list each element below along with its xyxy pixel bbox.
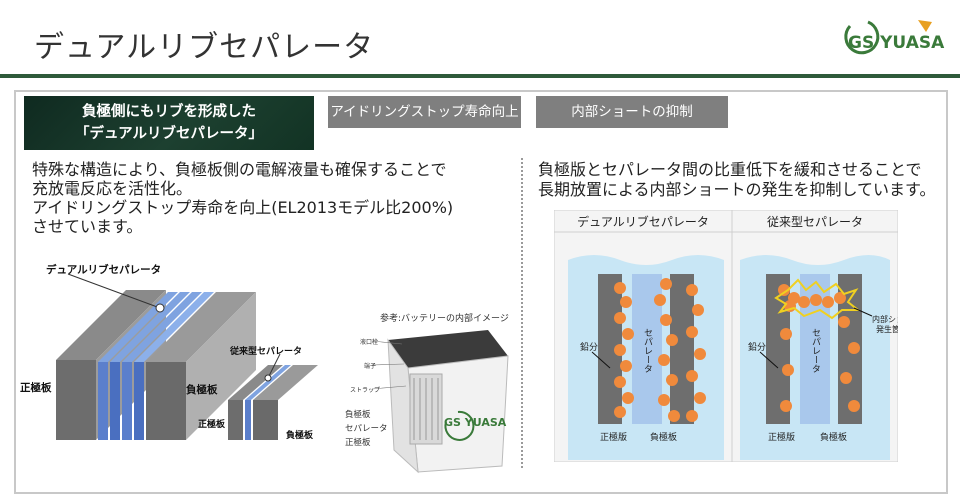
diagram-lead-label-2: 鉛分 xyxy=(748,341,766,353)
small-negative-label: 負極板 xyxy=(286,431,314,441)
diagram-col1-title: デュアルリブセパレータ xyxy=(577,214,709,229)
battery-cutaway: GS YUASA xyxy=(371,330,509,474)
left-line-4: させています。 xyxy=(32,217,143,236)
battery-part-negative: 負極板 xyxy=(345,410,371,420)
left-line-2: 充放電反応を活性化。 xyxy=(32,179,193,198)
diagram-negative-label-2: 負極板 xyxy=(820,431,847,443)
diagram-positive-label-2: 正極版 xyxy=(768,431,795,443)
right-description: 負極版とセパレータ間の比重低下を緩和させることで 長期放置による内部ショートの発… xyxy=(538,160,938,200)
diagram-short-label-2: 発生箇所 xyxy=(876,324,898,334)
battery-part-strap: ストラップ xyxy=(350,387,381,394)
conventional-label: 従来型セパレータ xyxy=(230,347,303,357)
diagram-lead-label-1: 鉛分 xyxy=(580,341,598,353)
headline-banner: 負極側にもリブを形成した 「デュアルリブセパレータ」 xyxy=(24,96,314,150)
diagram-separator-label-2: セパレータ xyxy=(810,328,821,373)
header-rule xyxy=(0,74,960,78)
battery-caption: 参考:バッテリーの内部イメージ xyxy=(380,314,509,324)
dual-rib-label: デュアルリブセパレータ xyxy=(46,264,162,276)
diagram-positive-label-1: 正極版 xyxy=(600,431,627,443)
right-line-2: 長期放置による内部ショートの発生を抑制しています。 xyxy=(538,180,936,199)
headline-line-1: 負極側にもリブを形成した xyxy=(82,104,256,120)
diagram-short-label-1: 内部ショート xyxy=(872,314,898,324)
separator-comparison-diagram: デュアルリブセパレータ 従来型セパレータ 鉛分 鉛分 セパレータ セパレータ 内… xyxy=(554,210,898,462)
diagram-col2-title: 従来型セパレータ xyxy=(767,215,863,229)
tag-internal-short: 内部ショートの抑制 xyxy=(536,96,728,128)
battery-logo-text: GS YUASA xyxy=(444,416,507,429)
small-positive-label: 正極板 xyxy=(198,420,226,430)
diagram-negative-label-1: 負極板 xyxy=(650,431,677,443)
gs-yuasa-logo: GS YUASA xyxy=(844,20,945,55)
headline-line-2: 「デュアルリブセパレータ」 xyxy=(74,126,264,142)
battery-part-separator: セパレータ xyxy=(345,424,388,434)
right-line-1: 負極版とセパレータ間の比重低下を緩和させることで xyxy=(538,160,922,179)
logo-text: GS YUASA xyxy=(848,33,945,53)
battery-part-terminal: 端子 xyxy=(364,363,377,370)
diagram-separator-label-1: セパレータ xyxy=(642,328,653,373)
separator-illustration xyxy=(56,273,318,440)
tag-idling-stop: アイドリングストップ寿命向上 xyxy=(328,96,521,128)
negative-plate-label: 負極板 xyxy=(186,384,218,396)
page-title: デュアルリブセパレータ xyxy=(34,30,375,65)
battery-part-positive: 正極板 xyxy=(345,438,371,448)
battery-part-cap: 液口栓 xyxy=(360,339,379,346)
left-description: 特殊な構造により、負極板側の電解液量も確保することで 充放電反応を活性化。 アイ… xyxy=(32,160,502,236)
left-line-1: 特殊な構造により、負極板側の電解液量も確保することで xyxy=(32,160,447,179)
positive-plate-label: 正極板 xyxy=(20,382,52,394)
left-line-3: アイドリングストップ寿命を向上(EL2013モデル比200%) xyxy=(32,198,454,217)
column-divider xyxy=(521,158,523,468)
